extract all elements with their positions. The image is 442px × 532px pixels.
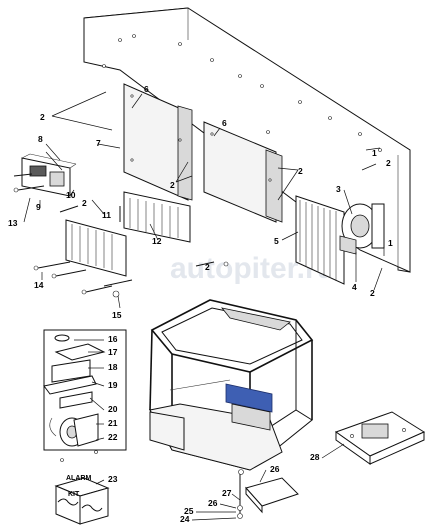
heater-core-lower [65,219,127,277]
callout-19: 19 [108,380,118,390]
callout-17: 17 [108,347,118,357]
callout-9: 9 [36,202,41,212]
callout-27: 27 [222,488,232,498]
callout-2: 2 [205,262,210,272]
small-control-box [245,477,299,514]
fasteners [13,173,244,519]
callout-2: 2 [386,158,391,168]
callout-14: 14 [34,280,44,290]
callout-7: 7 [96,138,101,148]
alarm-kit-box: ALARM KIT [54,475,110,525]
callout-10: 10 [66,190,76,200]
callout-1: 1 [388,238,393,248]
kit-label: KIT [68,491,80,498]
callout-22: 22 [108,432,118,442]
callout-13: 13 [8,218,18,228]
callout-24: 24 [180,514,190,524]
callout-28: 28 [310,452,320,462]
callout-2: 2 [40,112,45,122]
air-grille [295,195,345,285]
callout-2: 2 [170,180,175,190]
heater-core-upper [123,191,191,243]
callout-12: 12 [152,236,162,246]
callout-5: 5 [274,236,279,246]
callout-25: 25 [184,506,194,516]
callout-labels: 1 1 2 2 2 2 2 2 2 3 4 5 6 6 7 8 9 10 11 … [8,84,393,524]
alarm-kit-components [43,329,127,462]
callout-18: 18 [108,362,118,372]
callout-1: 1 [372,148,377,158]
callout-8: 8 [38,134,43,144]
callout-16: 16 [108,334,118,344]
leader-lines [23,91,385,521]
callout-2: 2 [370,288,375,298]
blower-fan-assembly [339,203,385,255]
callout-20: 20 [108,404,118,414]
callout-2: 2 [82,198,87,208]
cab-frame [148,299,314,471]
side-panel-right [203,121,283,223]
callout-26: 26 [208,498,218,508]
alarm-kit-label: ALARM [66,475,91,482]
callout-11: 11 [102,210,111,220]
callout-2: 2 [298,166,303,176]
controller-module [334,411,426,465]
callout-23: 23 [108,474,118,484]
callout-15: 15 [112,310,122,320]
callout-6: 6 [222,118,227,128]
callout-21: 21 [108,418,118,428]
side-panel-left [123,83,193,201]
callout-3: 3 [336,184,341,194]
callout-26: 26 [270,464,280,474]
callout-4: 4 [352,282,357,292]
callout-6: 6 [144,84,149,94]
